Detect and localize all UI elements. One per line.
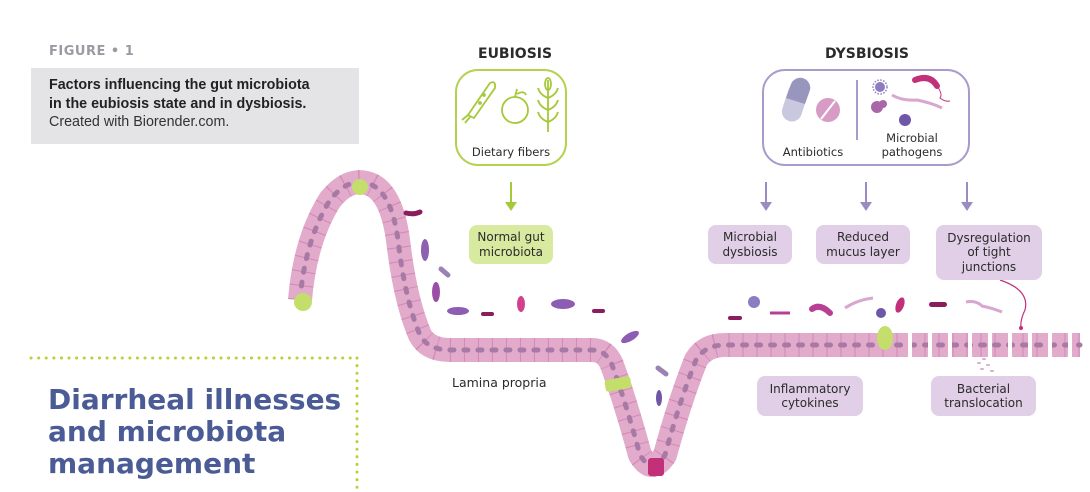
pill-line: mucus layer <box>826 244 900 259</box>
pill-line: Microbial <box>723 230 777 244</box>
dietary-fibers-box <box>455 69 567 166</box>
pill-line: of tight <box>967 245 1011 260</box>
dietary-fibers-label: Dietary fibers <box>471 145 551 159</box>
pill-line: dysbiosis <box>722 244 778 259</box>
pathogens-line-2: pathogens <box>881 145 943 159</box>
fungus-icon <box>871 100 887 113</box>
lumen-bacteria <box>403 209 1003 406</box>
pill-line: Reduced <box>836 230 889 244</box>
pill-line: Dysregulation <box>947 230 1031 245</box>
goblet-cells <box>294 179 893 392</box>
pill-line: microbiota <box>479 244 543 259</box>
apple-icon <box>501 88 529 124</box>
microbial-pathogens-label: Microbial pathogens <box>862 131 962 159</box>
carrot-icon <box>461 81 497 124</box>
eubiosis-heading: EUBIOSIS <box>478 46 553 62</box>
figure-label: FIGURE • 1 <box>49 44 135 59</box>
virus-icon <box>872 79 888 95</box>
article-title: Diarrheal illnesses and microbiota manag… <box>48 384 341 480</box>
pill-line: Inflammatory <box>769 381 851 396</box>
tight-junction-pointer <box>999 279 1027 329</box>
caption-credit: Created with Biorender.com. <box>49 114 230 130</box>
dysbiosis-heading: DYSBIOSIS <box>825 46 909 62</box>
cell-nuclei <box>297 179 1083 468</box>
title-line-2: and microbiota <box>48 415 287 448</box>
lamina-propria-label: Lamina propria <box>452 375 547 390</box>
tight-junction-gaps <box>908 330 1072 360</box>
title-line-3: management <box>48 447 256 480</box>
eubiosis-arrow-head <box>505 202 517 211</box>
dysbiosis-arrows <box>760 182 973 211</box>
pill-line: junctions <box>961 259 1017 274</box>
figure-caption: Factors influencing the gut microbiota i… <box>31 68 359 144</box>
pill-line: cytokines <box>781 396 839 410</box>
antibiotics-label: Antibiotics <box>782 145 844 159</box>
paneth-cell <box>648 458 664 476</box>
pill-line: Normal gut <box>477 230 545 244</box>
caption-line-1: Factors influencing the gut microbiota <box>49 77 310 93</box>
capsule-icon <box>781 77 811 122</box>
pill-icon <box>816 98 840 122</box>
bacteria-icon <box>891 75 951 126</box>
caption-bold: Factors influencing the gut microbiota i… <box>49 76 310 114</box>
translocating-bacteria <box>975 354 994 372</box>
dysbiosis-box <box>762 69 970 166</box>
pill-line: Bacterial <box>956 381 1011 396</box>
pill-line: translocation <box>944 396 1023 410</box>
caption-line-2: in the eubiosis state and in dysbiosis. <box>49 96 307 112</box>
title-line-1: Diarrheal illnesses <box>48 383 342 416</box>
wheat-icon <box>537 77 559 132</box>
pathogens-line-1: Microbial <box>886 131 938 145</box>
